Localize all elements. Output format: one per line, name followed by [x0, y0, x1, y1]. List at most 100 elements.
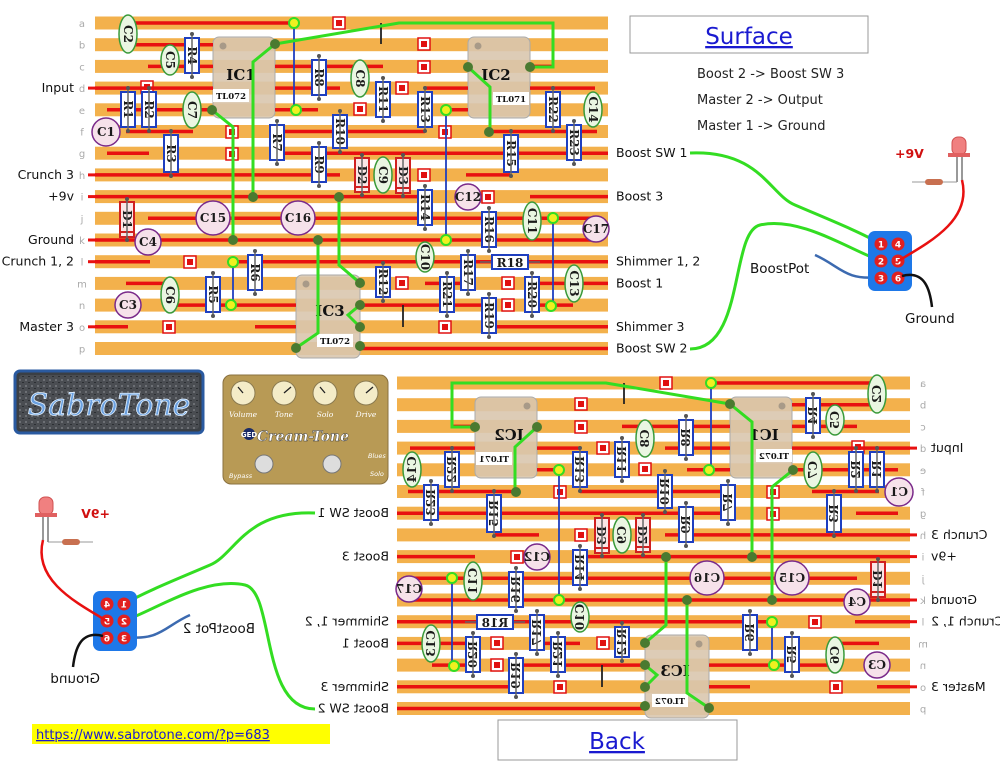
film-cap-c13: C13 — [564, 264, 584, 303]
row-letter: h — [920, 531, 926, 542]
solder-point — [620, 659, 624, 663]
source-url[interactable]: https://www.sabrotone.com/?p=683 — [32, 724, 330, 744]
ic-type-box — [476, 452, 512, 465]
row-letter: d — [920, 444, 926, 455]
track-cut — [501, 276, 515, 290]
solder-point — [620, 436, 624, 440]
ic-type: TL071 — [479, 455, 509, 465]
track-cut — [481, 190, 495, 204]
row-letter: e — [920, 466, 926, 477]
solder-point — [684, 457, 688, 461]
track-cut-mark — [442, 324, 448, 330]
ic-type-box — [213, 89, 249, 102]
switch-pin-number: 6 — [104, 635, 110, 645]
surface-title-box[interactable]: Surface — [629, 15, 869, 54]
solder-point — [854, 446, 858, 450]
track-cut — [490, 658, 504, 672]
solder-point — [360, 153, 364, 157]
track-cut-mark — [357, 106, 363, 112]
wire-endpoint — [470, 422, 480, 432]
wire-endpoint — [747, 552, 757, 562]
switch-pin — [891, 271, 905, 285]
solder-point — [381, 299, 385, 303]
jumper-endpoint — [553, 594, 565, 606]
wire-endpoint — [355, 322, 365, 332]
wire-endpoint — [525, 62, 535, 72]
film-cap-body — [415, 241, 435, 273]
back-title-box[interactable]: Back — [497, 719, 738, 761]
solder-point — [401, 194, 405, 198]
track-cut-mark — [399, 85, 405, 91]
row-letter: p — [920, 705, 926, 716]
connection-label: Crunch 1, 2 — [2, 254, 74, 269]
row-letter: d — [79, 84, 85, 95]
solder-point — [471, 674, 475, 678]
electrolytic-cap-c16: C16 — [280, 200, 316, 236]
solder-point — [875, 446, 879, 450]
solder-point — [578, 587, 582, 591]
connection-label: Crunch 3 — [931, 527, 987, 542]
film-cap-c6: C6 — [825, 636, 845, 674]
row-letter: m — [918, 639, 928, 650]
film-cap-body — [402, 451, 422, 488]
solder-point — [487, 249, 491, 253]
green-wire — [125, 582, 316, 711]
track-cut-mark — [514, 554, 520, 560]
track-cut-mark — [578, 532, 584, 538]
connection-label: Shimmer 1, 2 — [616, 254, 700, 269]
solder-point — [530, 314, 534, 318]
solder-point — [487, 335, 491, 339]
switch-pin-number: 5 — [895, 258, 901, 268]
solder-point — [126, 129, 130, 133]
solder-point — [578, 544, 582, 548]
green-wire — [450, 381, 731, 429]
jumper-endpoint — [446, 572, 458, 584]
solder-point — [125, 238, 129, 242]
solder-point — [663, 469, 667, 473]
copper-strip-h — [397, 528, 910, 542]
solder-point — [811, 435, 815, 439]
film-cap-body — [635, 419, 655, 458]
ic-pin1-notch — [219, 42, 227, 50]
wire-endpoint — [313, 235, 323, 245]
track-cut-mark — [166, 324, 172, 330]
wire-endpoint — [725, 399, 735, 409]
source-url-link[interactable]: https://www.sabrotone.com/?p=683 — [36, 728, 270, 743]
film-cap-c10: C10 — [415, 241, 435, 273]
connection-label: Input — [931, 440, 963, 455]
jumper-endpoint — [448, 660, 460, 672]
electrolytic-cap-c3: C3 — [863, 651, 891, 679]
knob-pointer — [237, 386, 244, 394]
track-cut — [596, 441, 610, 455]
switch-pin-number: 4 — [895, 241, 901, 251]
solder-point — [509, 174, 513, 178]
track-cut — [596, 636, 610, 650]
solder-point — [423, 227, 427, 231]
solder-point — [211, 271, 215, 275]
row-letter: o — [79, 323, 85, 334]
row-letter: c — [79, 62, 85, 73]
solder-point — [600, 554, 604, 558]
row-letter: e — [79, 106, 85, 117]
film-cap-c5: C5 — [160, 44, 180, 76]
solder-point — [684, 544, 688, 548]
ic-name: IC2 — [481, 66, 510, 84]
film-cap-c8: C8 — [350, 59, 370, 98]
film-cap-c2: C2 — [118, 14, 138, 54]
switch-pin — [874, 271, 888, 285]
solder-point — [790, 674, 794, 678]
solder-point — [551, 86, 555, 90]
ic-type: TL072 — [655, 697, 685, 707]
switch-pin-number: 1 — [121, 601, 127, 611]
solder-point — [514, 609, 518, 613]
connection-label: Boost 3 — [616, 189, 663, 204]
film-cap-label: C5 — [828, 411, 842, 429]
film-cap-label: C5 — [163, 51, 177, 69]
row-letter: a — [79, 19, 85, 30]
row-letter: f — [921, 488, 925, 499]
pedal-switch-label: Solo — [370, 470, 384, 478]
surface-title-link[interactable]: Surface — [705, 24, 793, 50]
row-letter: n — [79, 301, 85, 312]
track-cut — [808, 615, 822, 629]
back-title-link[interactable]: Back — [589, 729, 646, 755]
